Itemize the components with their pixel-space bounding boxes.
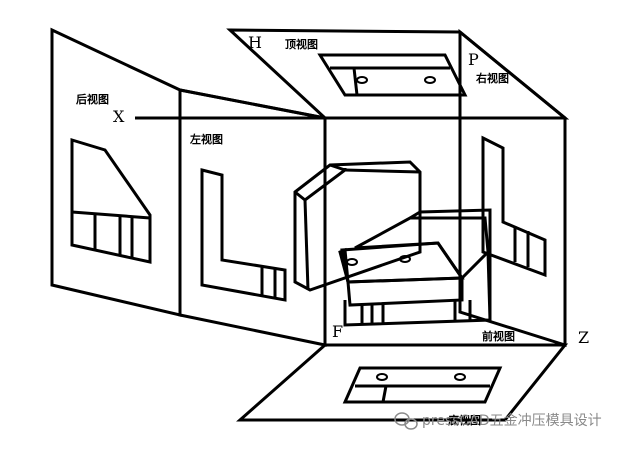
top-view-drawing [317, 53, 468, 97]
top-plane [226, 28, 570, 120]
bottom-plane [236, 343, 569, 422]
axis-label-h: H [248, 33, 262, 52]
rear-view-drawing [70, 137, 152, 264]
left-view-drawing [200, 168, 287, 302]
view-label-front: 前视图 [482, 329, 515, 343]
view-label-left: 左视图 [189, 132, 223, 146]
right-view-drawing [481, 135, 547, 278]
back-diagonal [179, 88, 326, 120]
axis-label-z: Z [578, 328, 589, 347]
isometric-part [293, 160, 492, 327]
axis-label-p: P [468, 50, 479, 69]
view-label-right: 右视图 [475, 71, 509, 85]
axis-label-f: F [332, 322, 343, 341]
view-label-bottom: 底视图 [448, 413, 481, 427]
wechat-icon [394, 412, 418, 430]
bottom-view-drawing [342, 366, 503, 404]
view-label-rear: 后视图 [76, 92, 109, 106]
axis-label-x: X [113, 107, 125, 126]
view-label-top: 顶视图 [285, 37, 318, 51]
watermark-text: pressCAD五金冲压模具设计 [422, 413, 602, 429]
watermark: pressCAD五金冲压模具设计 [394, 412, 602, 430]
